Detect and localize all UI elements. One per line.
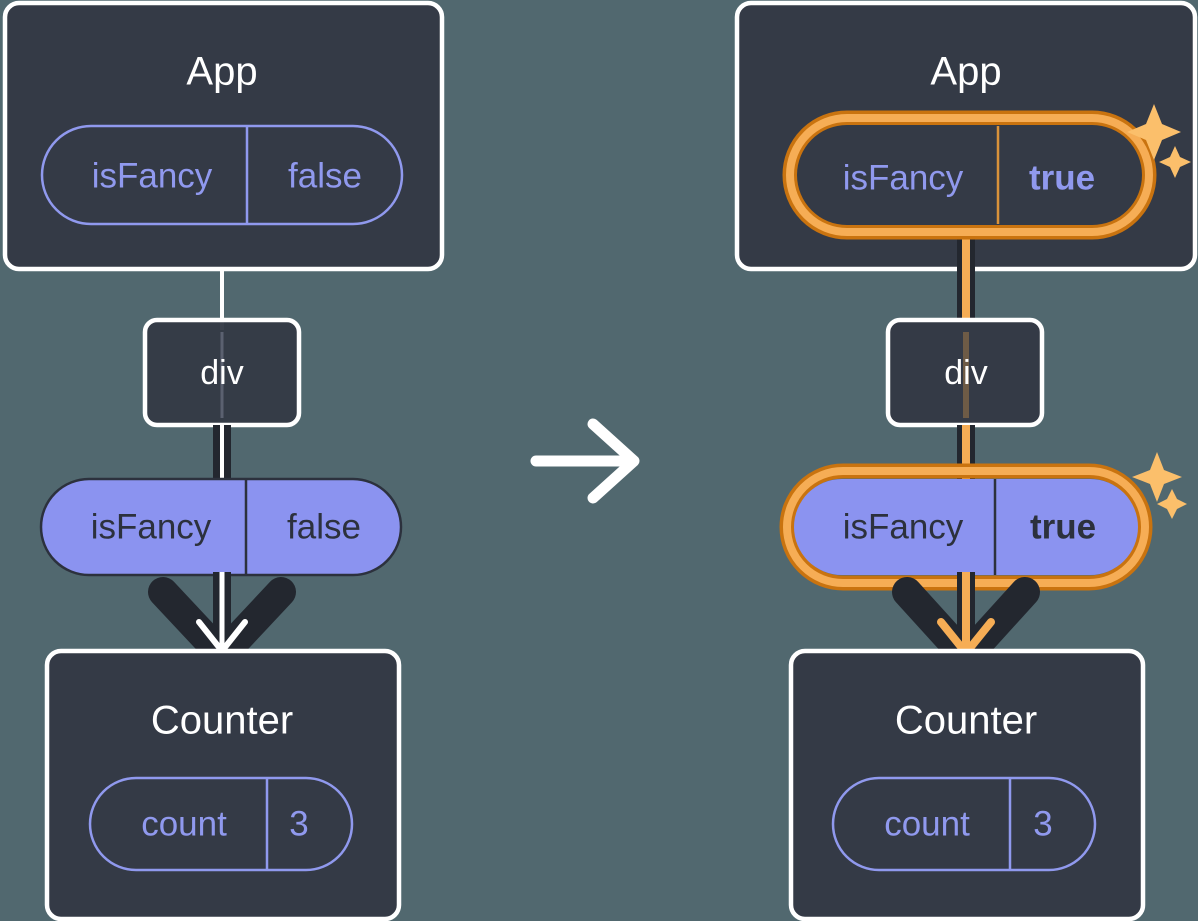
app-title-after: App — [930, 50, 1001, 94]
sparkle-icon-props-after — [1132, 452, 1187, 519]
arrow-right-icon — [530, 418, 640, 504]
pill-name-label: count — [884, 804, 970, 843]
pill-name-label: isFancy — [843, 158, 964, 197]
app-state-pill-after: isFancy true — [782, 110, 1157, 240]
arrow-props-to-counter-before — [148, 572, 296, 670]
div-title-after: div — [944, 354, 987, 392]
div-title-before: div — [200, 354, 243, 392]
app-state-pill-before: isFancy false — [40, 124, 404, 226]
pill-outline-shape — [40, 124, 404, 226]
app-node-before — [2, 0, 445, 272]
pill-value-label: true — [1030, 507, 1096, 546]
highlight-ring-inner — [786, 114, 1153, 236]
pill-outline-shape — [797, 125, 1142, 225]
counter-node-after — [788, 648, 1146, 921]
pill-value-label: true — [1029, 158, 1095, 197]
counter-title-before: Counter — [151, 699, 293, 743]
pill-name-label: isFancy — [92, 156, 213, 195]
pill-value-label: false — [288, 156, 362, 195]
pill-value-label: false — [287, 507, 361, 546]
panel-after: App isFancy true div — [734, 0, 1198, 921]
pill-name-label: isFancy — [91, 507, 212, 546]
panel-before: App isFancy false div isFancy — [2, 0, 445, 921]
props-pill-after: isFancy true — [779, 463, 1153, 591]
counter-state-pill-before: count 3 — [88, 776, 354, 872]
counter-node-before — [44, 648, 402, 921]
props-pill-before: isFancy false — [39, 477, 403, 577]
pill-outline-shape — [831, 776, 1097, 872]
pill-outline-shape — [88, 776, 354, 872]
pill-value-label: 3 — [1033, 804, 1052, 843]
counter-state-pill-after: count 3 — [831, 776, 1097, 872]
pill-solid-shape — [794, 479, 1138, 575]
pill-value-label: 3 — [289, 804, 308, 843]
app-title-before: App — [186, 50, 257, 94]
counter-title-after: Counter — [895, 699, 1037, 743]
pill-name-label: count — [141, 804, 227, 843]
pill-name-label: isFancy — [843, 507, 964, 546]
sparkle-icon-app-after — [1127, 104, 1191, 178]
